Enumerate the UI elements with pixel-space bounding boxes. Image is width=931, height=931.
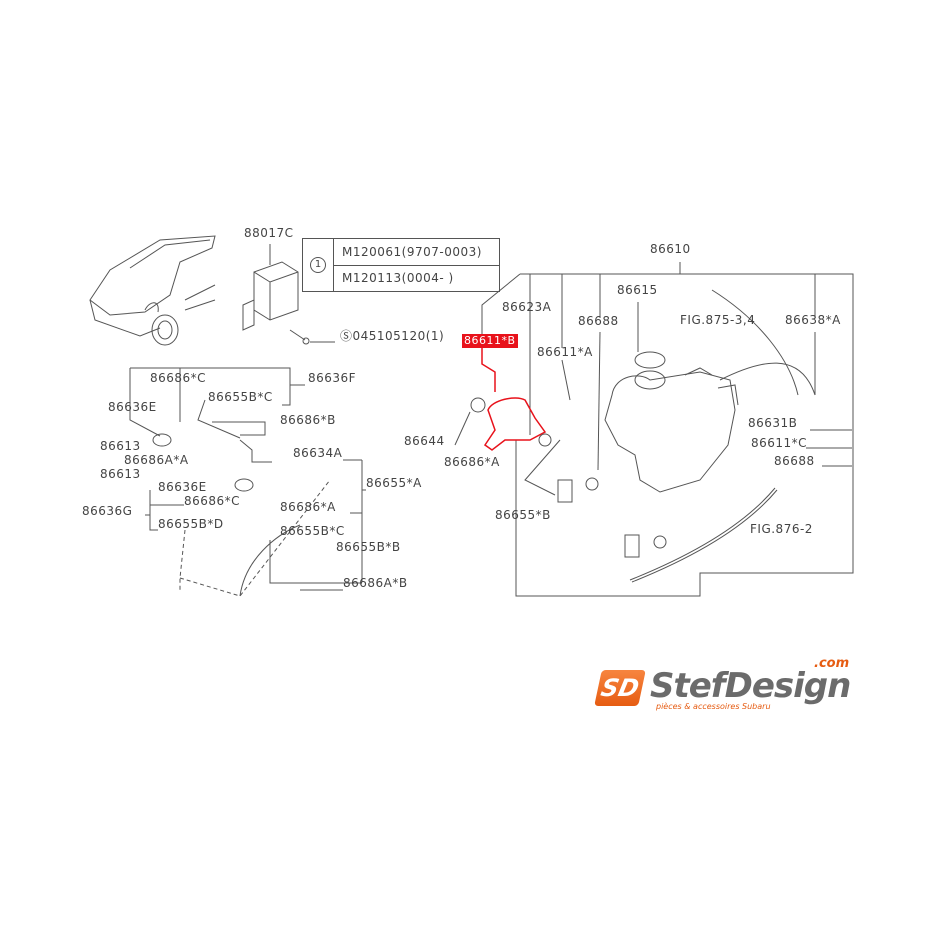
car-illustration — [89, 235, 216, 346]
part-label-86636e-top[interactable]: 86636E — [108, 400, 157, 414]
part-label-86688-bot[interactable]: 86688 — [774, 454, 815, 468]
part-label-86644[interactable]: 86644 — [404, 434, 445, 448]
washer-tank-illustration — [604, 351, 739, 493]
part-label-86686b[interactable]: 86686*B — [280, 413, 336, 427]
part-label-86613-bot[interactable]: 86613 — [100, 467, 141, 481]
variant-row: M120061(9707-0003) — [342, 244, 482, 259]
part-label-86688-top[interactable]: 86688 — [578, 314, 619, 328]
part-label-86636e-bot[interactable]: 86636E — [158, 480, 207, 494]
part-label-86613-top[interactable]: 86613 — [100, 439, 141, 453]
part-label-86631b[interactable]: 86631B — [748, 416, 798, 430]
part-label-86655b-mid[interactable]: 86655*B — [495, 508, 551, 522]
variant-row: M120113(0004- ) — [334, 264, 499, 292]
logo-tagline: pièces & accessoires Subaru — [656, 702, 771, 711]
part-label-045105120[interactable]: Ⓢ045105120(1) — [340, 329, 445, 343]
part-label-86686a-left[interactable]: 86686*A — [280, 500, 336, 514]
logo-badge-icon: SD — [594, 670, 646, 706]
part-label-86636f[interactable]: 86636F — [308, 371, 357, 385]
part-label-86686ab[interactable]: 86686A*B — [343, 576, 408, 590]
part-label-86655bc-bot[interactable]: 86655B*C — [280, 524, 345, 538]
part-label-86623a[interactable]: 86623A — [502, 300, 552, 314]
logo-domain: .com — [814, 656, 850, 671]
part-label-fig876[interactable]: FIG.876-2 — [750, 522, 813, 536]
part-label-86634a[interactable]: 86634A — [293, 446, 343, 460]
variant-table: 1 M120061(9707-0003) M120113(0004- ) — [302, 238, 500, 292]
part-label-86686aa[interactable]: 86686A*A — [124, 453, 189, 467]
part-label-86636g[interactable]: 86636G — [82, 504, 133, 518]
part-label-86611c[interactable]: 86611*C — [751, 436, 808, 450]
part-label-86686c-top[interactable]: 86686*C — [150, 371, 207, 385]
stefdesign-logo: SD StefDesign .com pièces & accessoires … — [594, 656, 858, 714]
assembly-frame — [515, 273, 854, 597]
part-label-86655bc-top[interactable]: 86655B*C — [208, 390, 273, 404]
part-label-86686c-bot[interactable]: 86686*C — [184, 494, 241, 508]
logo-name: StefDesign — [650, 666, 851, 706]
part-label-fig875[interactable]: FIG.875-3,4 — [680, 313, 756, 327]
part-label-86615[interactable]: 86615 — [617, 283, 658, 297]
variant-index: 1 — [303, 239, 334, 291]
relay-88017C-illustration — [242, 244, 335, 345]
part-label-86638a[interactable]: 86638*A — [785, 313, 841, 327]
part-label-86611a[interactable]: 86611*A — [537, 345, 593, 359]
part-label-86610[interactable]: 86610 — [650, 242, 691, 256]
part-label-86655bd[interactable]: 86655B*D — [158, 517, 224, 531]
pump-86611B-highlight — [481, 345, 547, 451]
part-label-86686a-mid[interactable]: 86686*A — [444, 455, 500, 469]
part-label-86655a[interactable]: 86655*A — [366, 476, 422, 490]
part-label-88017c[interactable]: 88017C — [244, 226, 294, 240]
part-label-selected-86611B[interactable]: 86611*B — [462, 334, 518, 348]
part-label-86655bb[interactable]: 86655B*B — [336, 540, 401, 554]
